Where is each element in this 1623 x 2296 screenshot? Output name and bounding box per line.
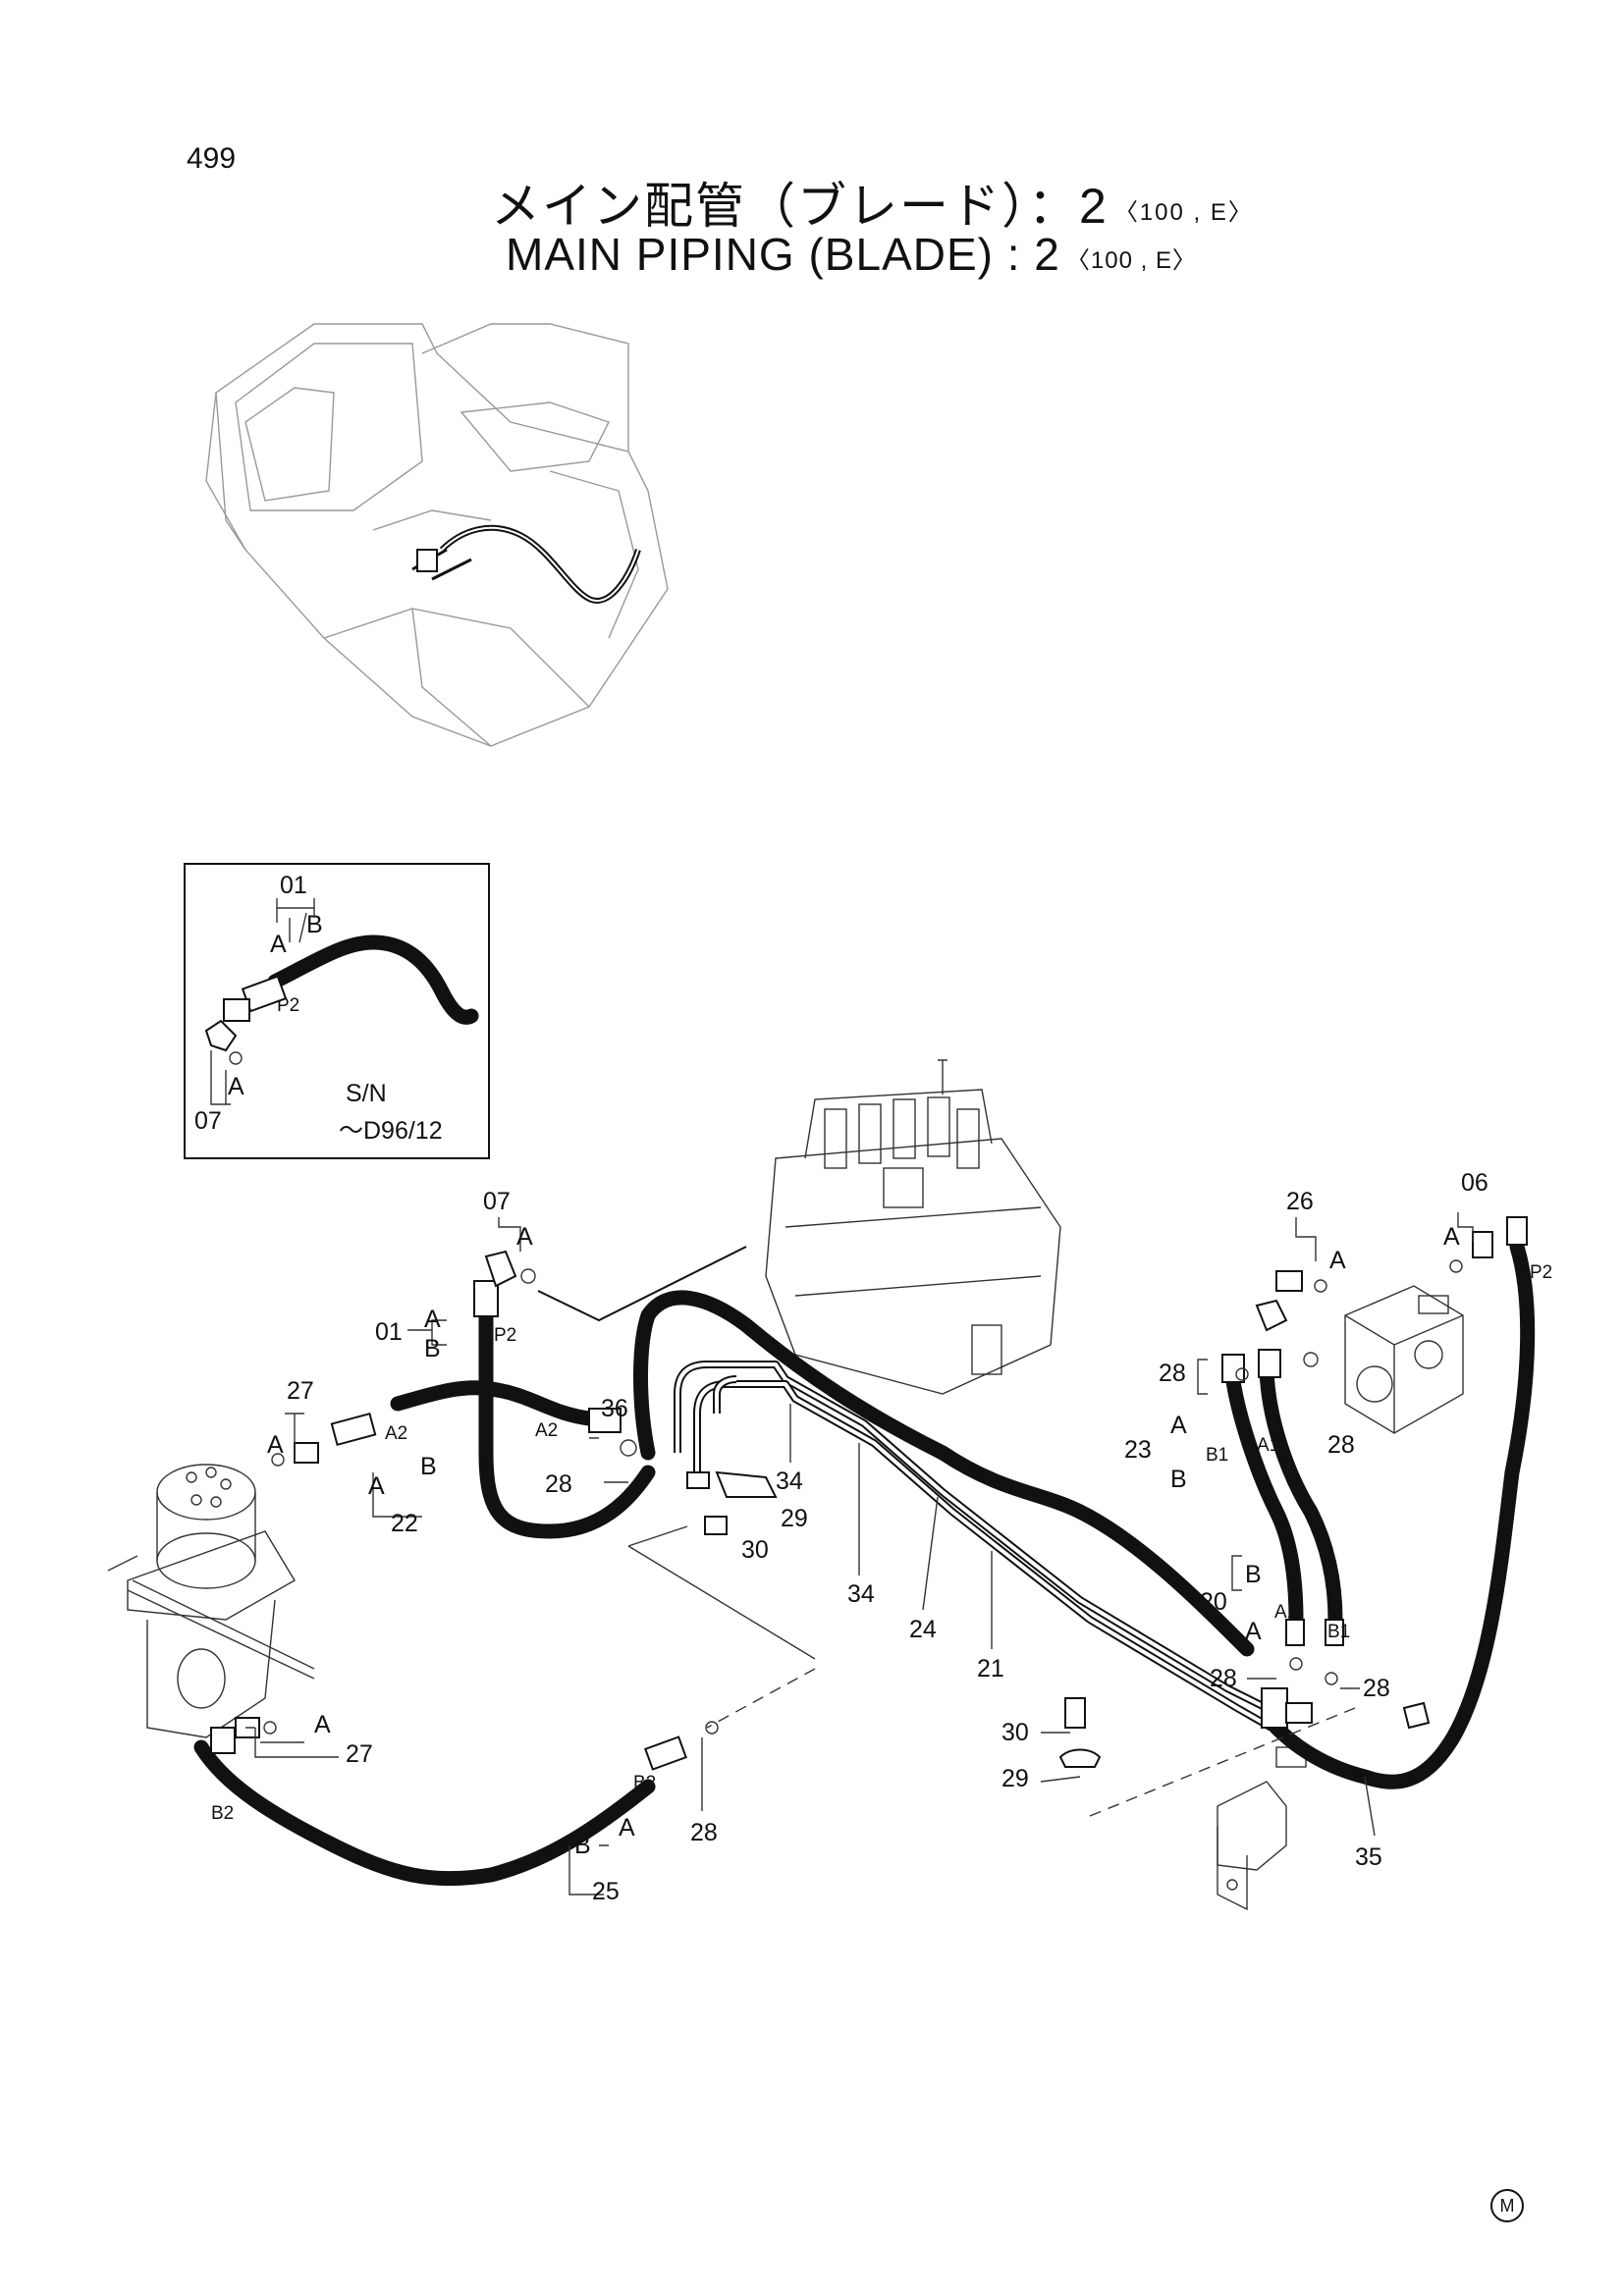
- callout-26: 26: [1286, 1188, 1314, 1215]
- maker-mark: M: [1490, 2189, 1524, 2222]
- callout-b2-right: B2: [633, 1773, 656, 1793]
- steel-pipes: [674, 1361, 1273, 1732]
- callout-27-a: A: [267, 1431, 284, 1459]
- inset-sn-label: S/N: [346, 1080, 387, 1107]
- callout-34-mid: 34: [847, 1580, 875, 1608]
- callout-27-bottom-a: A: [314, 1711, 331, 1738]
- callout-22-b: B: [420, 1453, 437, 1480]
- inset-sn-value: ～D96/12: [339, 1117, 443, 1145]
- hose-bracket: [1217, 1746, 1307, 1911]
- callout-23: 23: [1124, 1436, 1152, 1464]
- callout-25-a: A: [619, 1814, 635, 1842]
- title-japanese-text: メイン配管（ブレード）：2: [491, 179, 1109, 234]
- title-english-text: MAIN PIPING (BLADE) : 2: [506, 229, 1060, 280]
- inset-label-b: B: [306, 911, 323, 938]
- inset-label-a2: A: [228, 1073, 244, 1100]
- fittings: [210, 1216, 1528, 1771]
- callout-20: 20: [1200, 1588, 1227, 1616]
- callout-07-a: A: [516, 1223, 533, 1251]
- callout-22: 22: [391, 1510, 418, 1537]
- callout-06-a: A: [1443, 1223, 1460, 1251]
- callout-a1-lower: A1: [1274, 1602, 1297, 1623]
- inset-label-01: 01: [280, 872, 307, 899]
- callout-labels: 07 A 01 A B P2 27 A A2 A B 22 A2 36 28 3…: [211, 1169, 1552, 1905]
- callout-36: 36: [601, 1395, 628, 1422]
- title-english: MAIN PIPING (BLADE) : 2〈100 , E〉: [506, 228, 1197, 281]
- callout-29-left: 29: [781, 1505, 808, 1532]
- callout-a1-upper: A1: [1257, 1435, 1279, 1456]
- callout-a2-left: A2: [385, 1423, 407, 1444]
- callout-06: 06: [1461, 1169, 1488, 1197]
- callout-01-a: A: [424, 1306, 441, 1333]
- inset-label-07: 07: [194, 1107, 222, 1135]
- callout-22-a: A: [368, 1472, 385, 1500]
- callout-28-upper: 28: [1159, 1360, 1186, 1387]
- callout-07: 07: [483, 1188, 511, 1215]
- leader-lines: [127, 1212, 1474, 1896]
- callout-30-right: 30: [1001, 1719, 1029, 1746]
- callout-p2-right: P2: [1530, 1262, 1552, 1283]
- callout-28-left: 28: [545, 1470, 572, 1498]
- callout-29-right: 29: [1001, 1765, 1029, 1792]
- blade-valve: [1344, 1285, 1464, 1434]
- callout-23-b: B: [1170, 1466, 1187, 1493]
- inset-detail-box: 01 A B P2 A 07 S/N ～D96/12: [184, 863, 490, 1159]
- callout-28-bottom: 28: [690, 1819, 718, 1846]
- title-suffix-en: 〈100 , E〉: [1065, 247, 1197, 275]
- callout-a2-mid: A2: [535, 1420, 558, 1441]
- title-suffix-jp: 〈100 , E〉: [1113, 199, 1254, 227]
- callout-28-valve: 28: [1327, 1431, 1355, 1459]
- callout-23-a: A: [1170, 1412, 1187, 1439]
- callout-b1-lower: B1: [1327, 1622, 1350, 1642]
- callout-21: 21: [977, 1655, 1004, 1682]
- callout-25: 25: [592, 1878, 620, 1905]
- callout-24: 24: [909, 1616, 937, 1643]
- page-number: 499: [187, 142, 237, 175]
- callout-20-a: A: [1245, 1618, 1262, 1645]
- callout-01: 01: [375, 1318, 403, 1346]
- callout-p2-left: P2: [494, 1325, 516, 1346]
- callout-26-a: A: [1329, 1247, 1346, 1274]
- callout-b2-left: B2: [211, 1803, 234, 1824]
- center-joint: [107, 1464, 315, 1738]
- control-valve: [537, 1059, 1061, 1395]
- callout-20-b: B: [1245, 1561, 1262, 1588]
- callout-01-b: B: [424, 1335, 441, 1362]
- hoses: [193, 1239, 1536, 1887]
- callout-28-lower-left: 28: [1210, 1665, 1237, 1692]
- callout-28-lower-right: 28: [1363, 1675, 1390, 1702]
- inset-label-a: A: [270, 931, 287, 958]
- title-japanese: メイン配管（ブレード）：2〈100 , E〉: [491, 167, 1254, 238]
- callout-b1-upper: B1: [1206, 1445, 1228, 1466]
- callout-34-left: 34: [776, 1468, 803, 1495]
- callout-25-b: B: [574, 1832, 591, 1859]
- callout-30-left: 30: [741, 1536, 769, 1564]
- callout-35: 35: [1355, 1843, 1382, 1871]
- callout-27-bottom: 27: [346, 1740, 373, 1768]
- excavator-overview-sketch: [205, 323, 669, 747]
- callout-27-top: 27: [287, 1377, 314, 1405]
